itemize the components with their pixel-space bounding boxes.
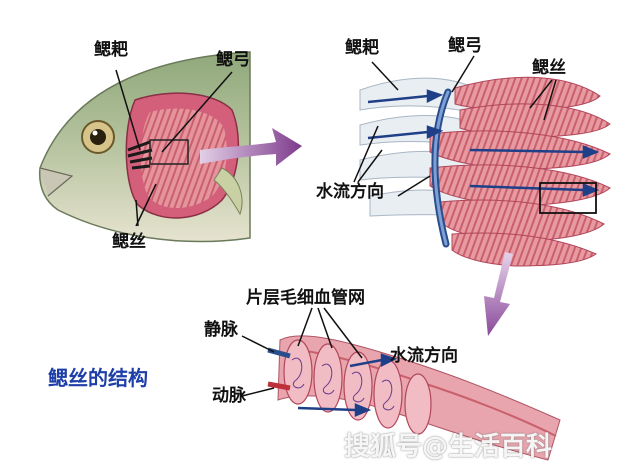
arrow-to-gill-detail xyxy=(200,128,302,166)
lamella-detail-illustration xyxy=(241,307,561,461)
gill-arch-detail-illustration xyxy=(353,55,611,267)
fish-head-illustration xyxy=(38,51,251,243)
detail-gill-filaments-label: 鳃丝 xyxy=(532,58,566,78)
bottom-water-flow-label: 水流方向 xyxy=(390,346,458,366)
fish-gill-rakers-label: 鳃耙 xyxy=(94,40,128,60)
vein-label: 静脉 xyxy=(204,320,238,340)
diagram-title: 鳃丝的结构 xyxy=(48,366,148,390)
watermark: 搜狐号@生活百科 xyxy=(344,432,553,462)
detail-gill-arch-label: 鳃弓 xyxy=(448,36,482,56)
fish-gill-arch-label: 鳃弓 xyxy=(216,50,250,70)
detail-water-flow-label: 水流方向 xyxy=(316,182,384,202)
arrow-to-lamella-detail xyxy=(484,252,513,336)
fish-gill-filaments-label: 鳃丝 xyxy=(112,232,146,252)
artery-label: 动脉 xyxy=(212,386,246,406)
detail-gill-rakers-label: 鳃耙 xyxy=(345,38,379,58)
capillary-network-label: 片层毛细血管网 xyxy=(246,288,365,308)
